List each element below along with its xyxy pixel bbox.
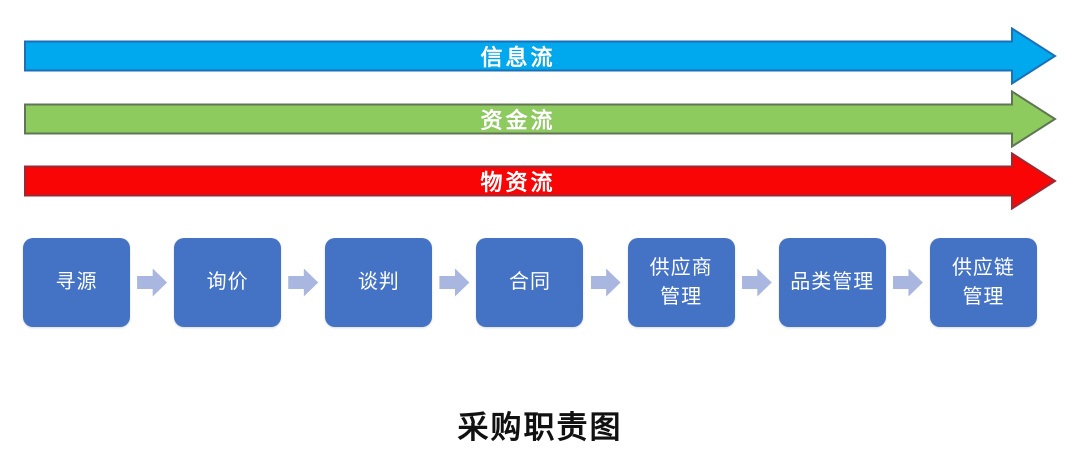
- material-flow-label: 物资流: [480, 170, 556, 195]
- step-box-supplier-management: 供应商 管理: [627, 238, 735, 327]
- step-label: 寻源: [55, 271, 98, 293]
- capital-flow-label: 资金流: [480, 108, 556, 133]
- step-box-category-management: 品类管理: [778, 238, 886, 327]
- right-arrow-icon: [892, 268, 923, 297]
- step-label: 供应链 管理: [951, 256, 1015, 308]
- step-label: 合同: [508, 271, 551, 293]
- material-flow-arrow: 物资流: [24, 152, 1057, 210]
- right-arrow-icon: [137, 268, 168, 297]
- step-box-sourcing: 寻源: [23, 238, 130, 327]
- process-steps-row: 寻源 询价 谈判 合同 供应商 管理 品类管理 供应链 管理: [23, 238, 1037, 327]
- diagram-title: 采购职责图: [457, 410, 623, 445]
- step-label: 谈判: [357, 271, 400, 293]
- step-box-negotiation: 谈判: [325, 238, 433, 327]
- arrow-shape: [24, 152, 1057, 210]
- block-arrow-right-icon: [24, 152, 1057, 210]
- right-arrow-icon: [590, 268, 621, 297]
- block-arrow-right-icon: [24, 27, 1057, 85]
- step-label: 询价: [206, 271, 249, 293]
- step-label: 供应商 管理: [649, 256, 713, 308]
- capital-flow-arrow: 资金流: [24, 90, 1057, 148]
- information-flow-arrow: 信息流: [24, 27, 1057, 85]
- step-box-inquiry: 询价: [174, 238, 282, 327]
- information-flow-label: 信息流: [480, 45, 556, 70]
- right-arrow-icon: [439, 268, 470, 297]
- arrow-shape: [24, 27, 1057, 85]
- right-arrow-icon: [741, 268, 772, 297]
- block-arrow-right-icon: [24, 90, 1057, 148]
- step-box-supply-chain-management: 供应链 管理: [929, 238, 1037, 327]
- right-arrow-icon: [288, 268, 319, 297]
- arrow-shape: [24, 90, 1057, 148]
- step-label: 品类管理: [790, 271, 875, 293]
- step-box-contract: 合同: [476, 238, 584, 327]
